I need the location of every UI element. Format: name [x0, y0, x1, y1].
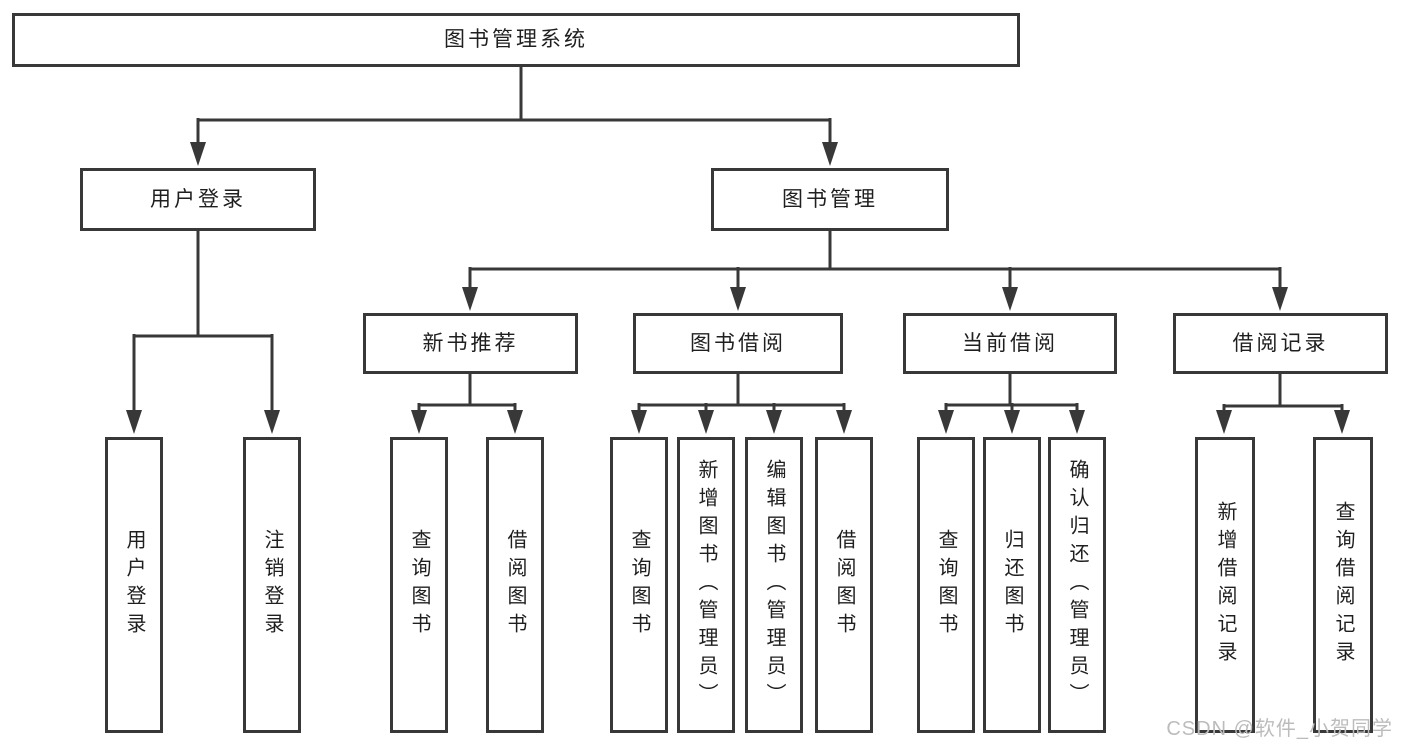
- arrow-down-icon: [1216, 410, 1232, 434]
- arrow-down-icon: [836, 410, 852, 434]
- arrow-down-icon: [631, 410, 647, 434]
- arrowheads: [126, 142, 1350, 434]
- leaf-return-book: 归还图书: [983, 437, 1041, 733]
- node-book-borrow: 图书借阅: [633, 313, 843, 374]
- node-current-borrow: 当前借阅: [903, 313, 1117, 374]
- arrow-down-icon: [698, 410, 714, 434]
- connector-lines: [132, 66, 1344, 414]
- arrow-down-icon: [1004, 410, 1020, 434]
- leaf-logout: 注销登录: [243, 437, 301, 733]
- leaf-borrow-books-recommend: 借阅图书: [486, 437, 544, 733]
- arrow-down-icon: [938, 410, 954, 434]
- leaf-query-borrow-record: 查询借阅记录: [1313, 437, 1373, 733]
- arrow-down-icon: [190, 142, 206, 166]
- arrow-down-icon: [1002, 287, 1018, 311]
- node-new-book-recommend: 新书推荐: [363, 313, 578, 374]
- arrow-down-icon: [507, 410, 523, 434]
- arrow-down-icon: [1069, 410, 1085, 434]
- leaf-add-borrow-record: 新增借阅记录: [1195, 437, 1255, 733]
- arrow-down-icon: [766, 410, 782, 434]
- leaf-confirm-return-admin: 确认归还（管理员）: [1048, 437, 1106, 733]
- arrow-down-icon: [126, 410, 142, 434]
- arrow-down-icon: [730, 287, 746, 311]
- arrow-down-icon: [462, 287, 478, 311]
- node-user-login: 用户登录: [80, 168, 316, 231]
- leaf-edit-book-admin: 编辑图书（管理员）: [745, 437, 803, 733]
- arrow-down-icon: [411, 410, 427, 434]
- leaf-query-books-recommend: 查询图书: [390, 437, 448, 733]
- arrow-down-icon: [264, 410, 280, 434]
- leaf-add-book-admin: 新增图书（管理员）: [677, 437, 735, 733]
- leaf-borrow-books-borrow: 借阅图书: [815, 437, 873, 733]
- leaf-query-books-current: 查询图书: [917, 437, 975, 733]
- watermark: CSDN @软件_小贺同学: [1166, 718, 1393, 740]
- arrow-down-icon: [822, 142, 838, 166]
- leaf-user-login: 用户登录: [105, 437, 163, 733]
- arrow-down-icon: [1272, 287, 1288, 311]
- node-library-system: 图书管理系统: [12, 13, 1020, 67]
- arrow-down-icon: [1334, 410, 1350, 434]
- leaf-query-books-borrow: 查询图书: [610, 437, 668, 733]
- node-borrow-records: 借阅记录: [1173, 313, 1388, 374]
- node-book-management: 图书管理: [711, 168, 949, 231]
